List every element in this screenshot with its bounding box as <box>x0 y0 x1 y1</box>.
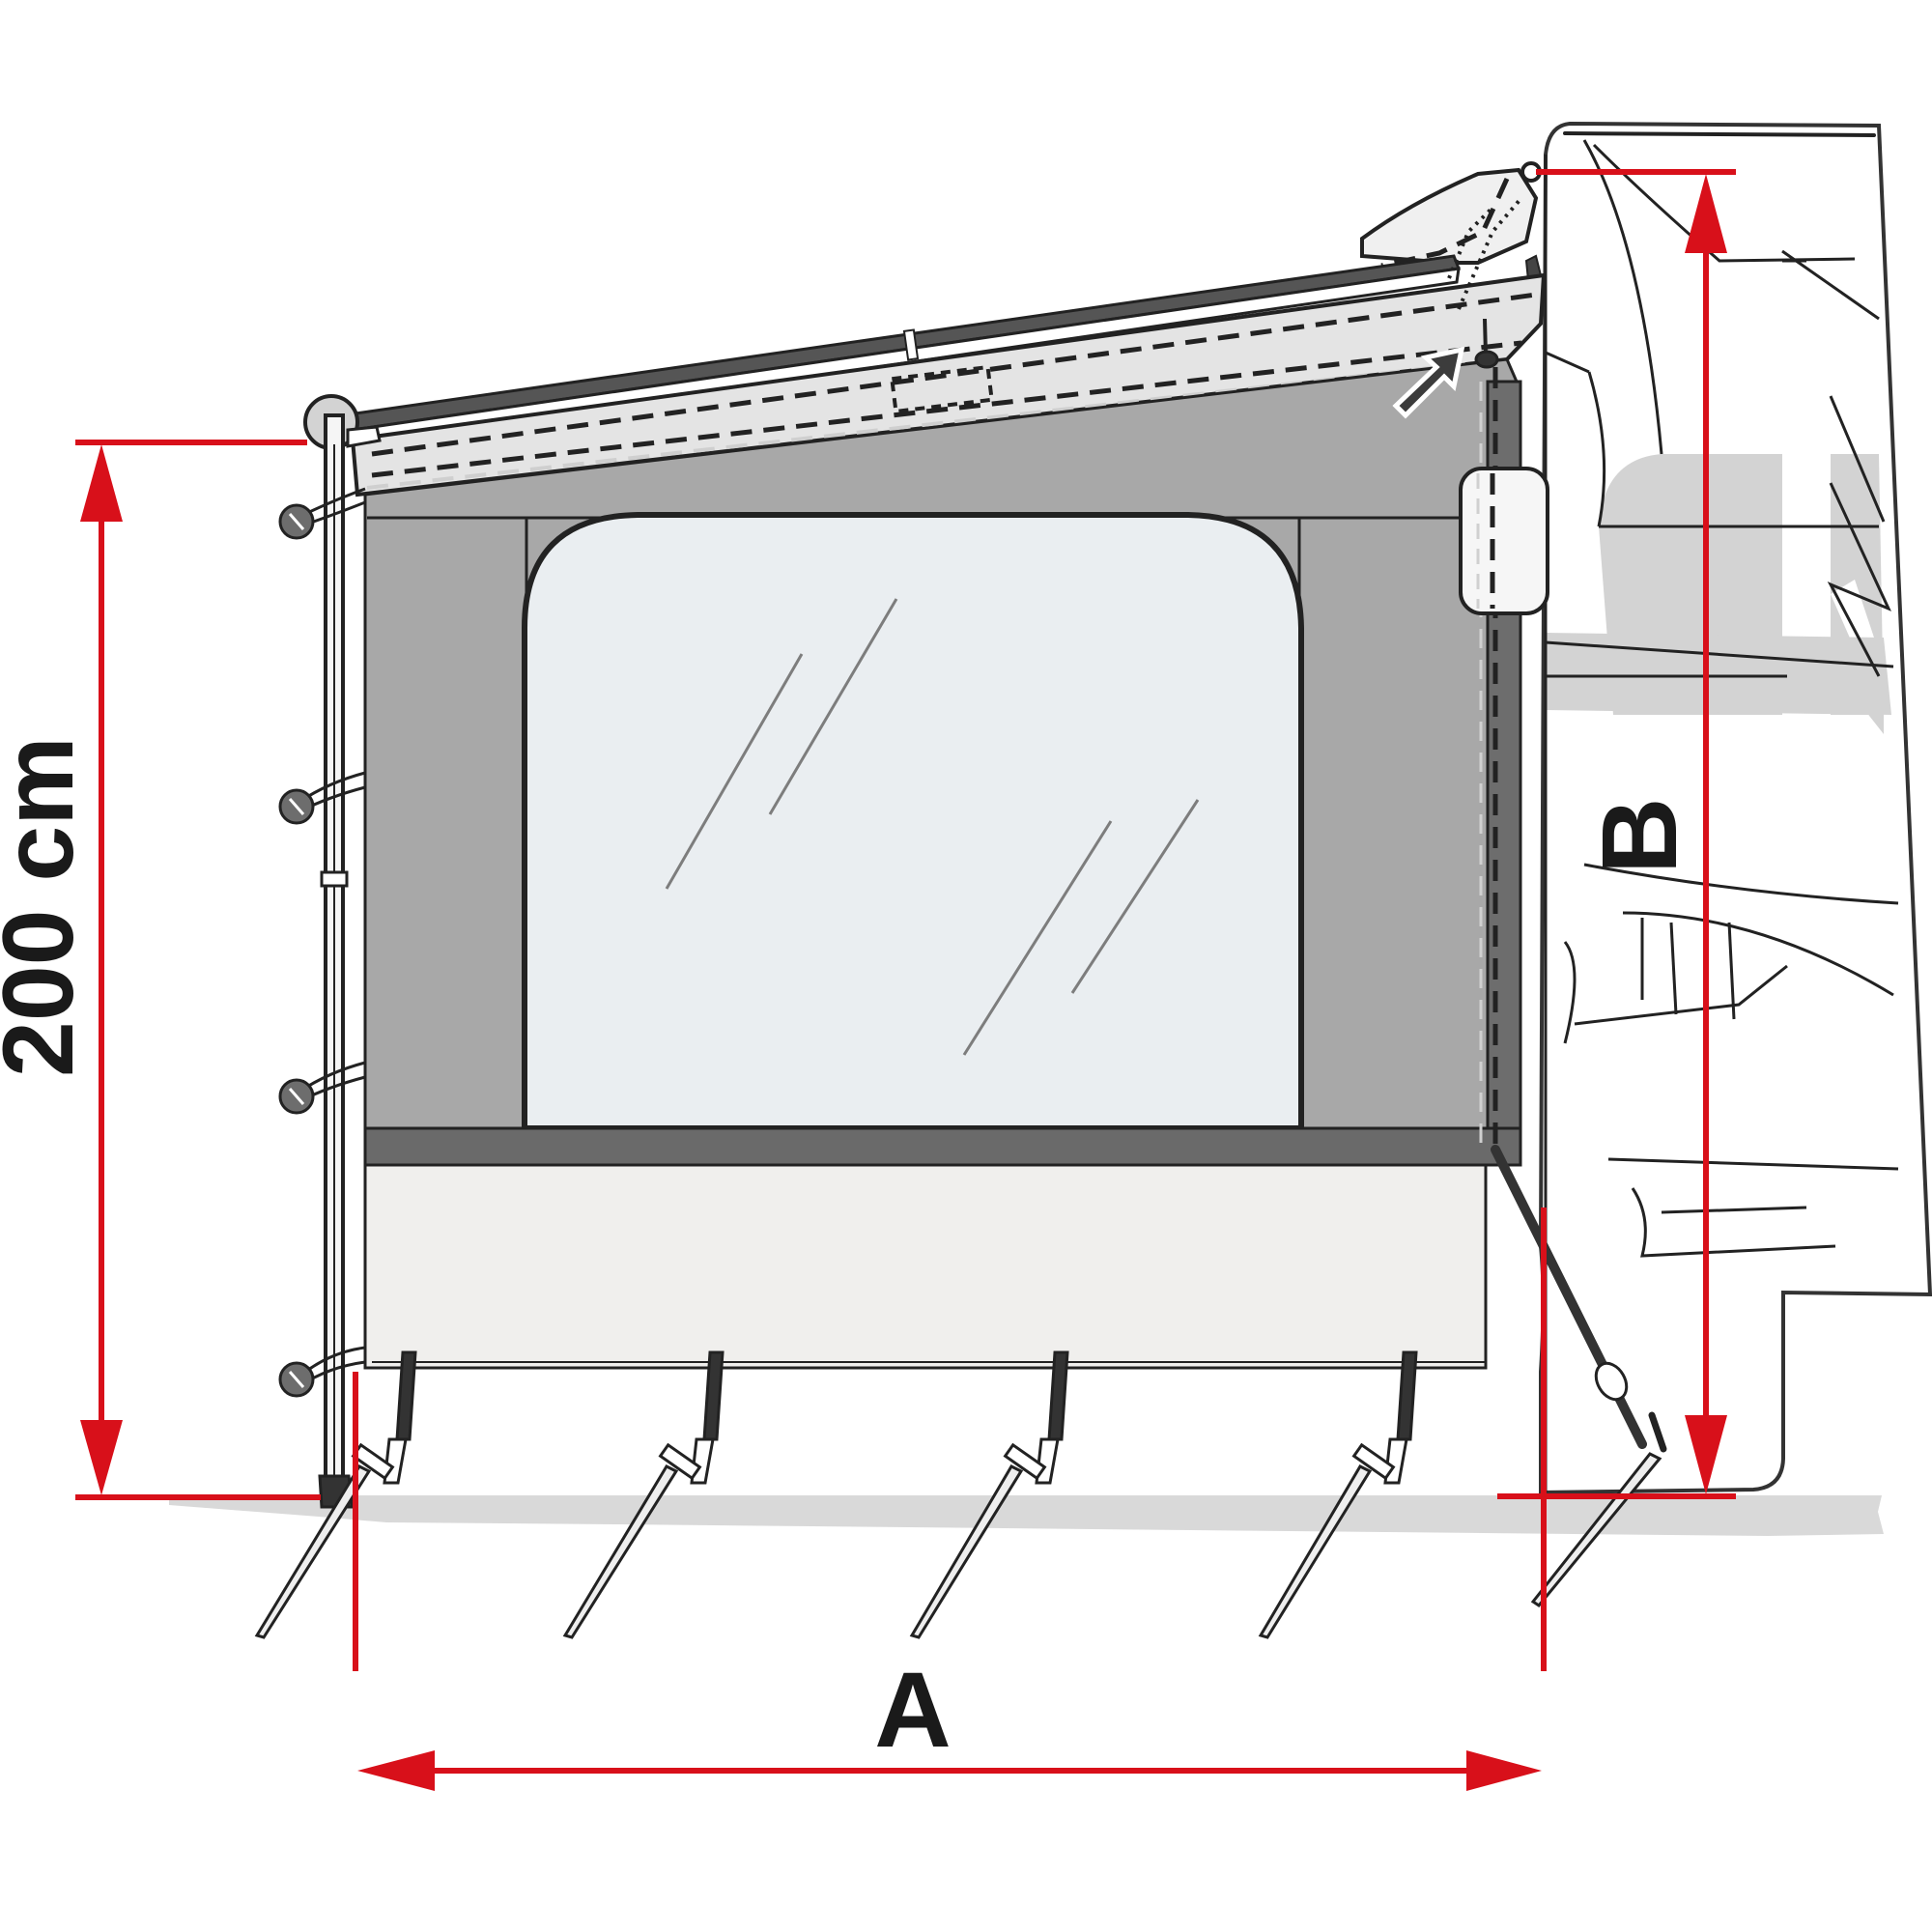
height-label: 200 cm <box>0 736 95 1077</box>
awning-cassette <box>1360 161 1543 282</box>
guy-rope-4 <box>278 1346 366 1398</box>
support-pole <box>303 394 382 1509</box>
ground-shadow <box>169 1495 1884 1536</box>
side-panel <box>363 357 1522 1370</box>
vehicle-height-label: B <box>1580 798 1699 874</box>
guy-rope-3 <box>278 1061 366 1115</box>
strap-peg-1 <box>254 1350 417 1639</box>
ground-straps <box>254 1145 1667 1639</box>
window-pane <box>522 512 1304 1131</box>
width-label: A <box>874 1651 951 1770</box>
vehicle-body <box>1538 121 1932 1495</box>
vehicle-height-dimension: B <box>1497 169 1736 1499</box>
strap-peg-3 <box>909 1350 1069 1639</box>
width-dimension: A <box>353 1208 1547 1791</box>
arrowhead-right-icon <box>1466 1750 1542 1791</box>
strap-peg-4 <box>1258 1350 1418 1639</box>
arrowhead-up-icon <box>1685 174 1727 253</box>
guy-ropes <box>278 487 366 1398</box>
window-glint <box>665 598 1200 1056</box>
arrowhead-up-icon <box>80 444 123 522</box>
insert-panel-arrow-icon <box>1392 346 1465 419</box>
arrowhead-down-icon <box>1685 1415 1727 1494</box>
arrowhead-down-icon <box>80 1420 123 1495</box>
arrowhead-left-icon <box>357 1750 435 1791</box>
guy-rope-1 <box>278 487 366 540</box>
guy-rope-2 <box>278 771 366 825</box>
strap-peg-2 <box>562 1350 724 1639</box>
height-dimension: 200 cm <box>0 440 321 1500</box>
rail-clip <box>1447 196 1549 615</box>
strap-peg-5 <box>1491 1145 1667 1608</box>
